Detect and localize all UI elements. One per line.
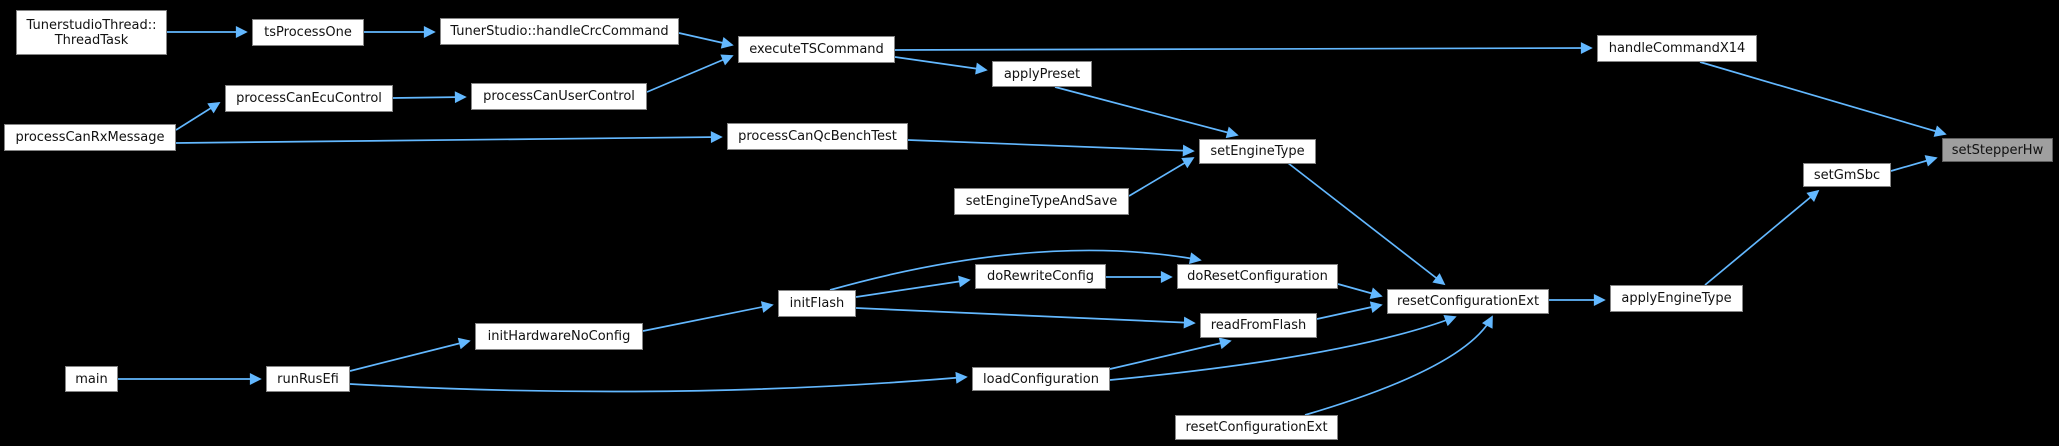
edge-processCanUserControl-to-executeTSCommand <box>646 54 734 93</box>
node-loadconfiguration[interactable]: loadConfiguration <box>972 367 1110 391</box>
node-label: TunerstudioThread:: <box>26 17 157 33</box>
node-processcanusercontrol[interactable]: processCanUserControl <box>471 83 647 110</box>
node-doresetconfiguration[interactable]: doResetConfiguration <box>1177 264 1338 289</box>
node-resetconfigurationext-2[interactable]: resetConfigurationExt <box>1175 415 1338 440</box>
node-label: initHardwareNoConfig <box>487 329 631 344</box>
node-label: resetConfigurationExt <box>1185 420 1328 435</box>
node-processcanrxmessage[interactable]: processCanRxMessage <box>4 124 176 151</box>
node-readfromflash[interactable]: readFromFlash <box>1200 313 1317 338</box>
node-label: applyEngineType <box>1621 291 1732 306</box>
node-main[interactable]: main <box>65 366 118 392</box>
edge-runRusEfi-to-loadConfiguration <box>349 371 968 393</box>
edge-readFromFlash-to-resetConfigurationExt <box>1316 301 1383 320</box>
node-label: setStepperHw <box>1951 142 2044 158</box>
edge-loadConfiguration-to-resetConfigurationExt <box>1109 315 1457 381</box>
edge-TunerStudio::handleCrcCommand-to-executeTSCommand <box>678 32 734 49</box>
node-label: processCanRxMessage <box>15 130 165 145</box>
node-executetscommand[interactable]: executeTSCommand <box>738 36 895 63</box>
edge-initHardwareNoConfig-to-initFlash <box>642 301 774 332</box>
node-label: resetConfigurationExt <box>1396 294 1540 309</box>
node-setgmsbc[interactable]: setGmSbc <box>1803 163 1891 187</box>
node-label: doResetConfiguration <box>1187 269 1328 284</box>
node-label: tsProcessOne <box>264 25 352 40</box>
node-applypreset[interactable]: applyPreset <box>992 61 1092 87</box>
node-initflash[interactable]: initFlash <box>778 290 856 317</box>
node-label: ThreadTask <box>54 32 129 48</box>
node-label: executeTSCommand <box>749 42 884 57</box>
edge-setGmSbc-to-setStepperHw <box>1890 155 1938 172</box>
edge-loadConfiguration-to-readFromFlash <box>1109 337 1232 370</box>
edge-runRusEfi-to-initHardwareNoConfig <box>349 337 471 372</box>
node-resetconfigurationext[interactable]: resetConfigurationExt <box>1387 289 1549 314</box>
edge-doResetConfiguration-to-resetConfigurationExt <box>1337 283 1383 300</box>
node-dorewriteconfig[interactable]: doRewriteConfig <box>975 264 1106 289</box>
edge-applyPreset-to-setEngineType <box>1054 86 1239 139</box>
node-handlecommandx14[interactable]: handleCommandX14 <box>1597 35 1757 62</box>
node-setstepperhw[interactable]: setStepperHw <box>1942 138 2053 162</box>
node-applyenginetype[interactable]: applyEngineType <box>1610 285 1743 312</box>
edge-initFlash-to-readFromFlash <box>855 307 1196 329</box>
edge-resetConfigurationExt_2-to-resetConfigurationExt <box>1304 315 1493 416</box>
node-label: setGmSbc <box>1813 167 1881 183</box>
node-label: applyPreset <box>1003 66 1081 82</box>
edge-executeTSCommand-to-handleCommandX14 <box>894 42 1593 54</box>
node-tunerstudiothread-threadtask[interactable]: TunerstudioThread:: ThreadTask <box>16 10 167 55</box>
node-label: doRewriteConfig <box>986 269 1095 284</box>
node-label: setEngineType <box>1210 144 1305 159</box>
node-setenginetypeandsave[interactable]: setEngineTypeAndSave <box>954 188 1129 215</box>
node-label: processCanEcuControl <box>236 91 382 106</box>
node-tsprocessone[interactable]: tsProcessOne <box>252 19 364 46</box>
node-label: handleCommandX14 <box>1608 41 1746 56</box>
node-label: readFromFlash <box>1210 318 1307 333</box>
edge-processCanRxMessage-to-processCanQcBenchTest <box>175 131 723 144</box>
node-label: runRusEfi <box>277 371 339 387</box>
edge-executeTSCommand-to-applyPreset <box>894 56 988 75</box>
edge-setEngineType-to-resetConfigurationExt <box>1287 162 1446 286</box>
edge-initFlash-to-doRewriteConfig <box>855 275 971 298</box>
edge-initFlash-to-doResetConfiguration <box>829 249 1202 291</box>
edge-handleCommandX14-to-setStepperHw <box>1699 61 1947 137</box>
node-label: processCanQcBenchTest <box>738 129 897 144</box>
node-inithardwarenoconfig[interactable]: initHardwareNoConfig <box>475 323 643 350</box>
node-label: loadConfiguration <box>983 371 1099 387</box>
edge-setEngineTypeAndSave-to-setEngineType <box>1128 157 1195 197</box>
node-setenginetype[interactable]: setEngineType <box>1199 139 1316 164</box>
node-processcanecucontrol[interactable]: processCanEcuControl <box>225 85 393 112</box>
node-label: setEngineTypeAndSave <box>965 194 1118 209</box>
node-processcanqcbenchtest[interactable]: processCanQcBenchTest <box>727 123 908 150</box>
node-label: main <box>75 371 108 387</box>
edge-processCanEcuControl-to-processCanUserControl <box>392 91 467 104</box>
node-label: TunerStudio::handleCrcCommand <box>450 24 669 39</box>
node-tunerstudio-handlecrccommand[interactable]: TunerStudio::handleCrcCommand <box>440 18 679 45</box>
edge-processCanQcBenchTest-to-setEngineType <box>907 139 1195 157</box>
edge-applyEngineType-to-setGmSbc <box>1704 189 1820 286</box>
node-runrusefi[interactable]: runRusEfi <box>266 366 350 392</box>
edge-processCanRxMessage-to-processCanEcuControl <box>175 102 221 131</box>
node-label: processCanUserControl <box>483 89 635 104</box>
node-label: initFlash <box>789 296 845 311</box>
